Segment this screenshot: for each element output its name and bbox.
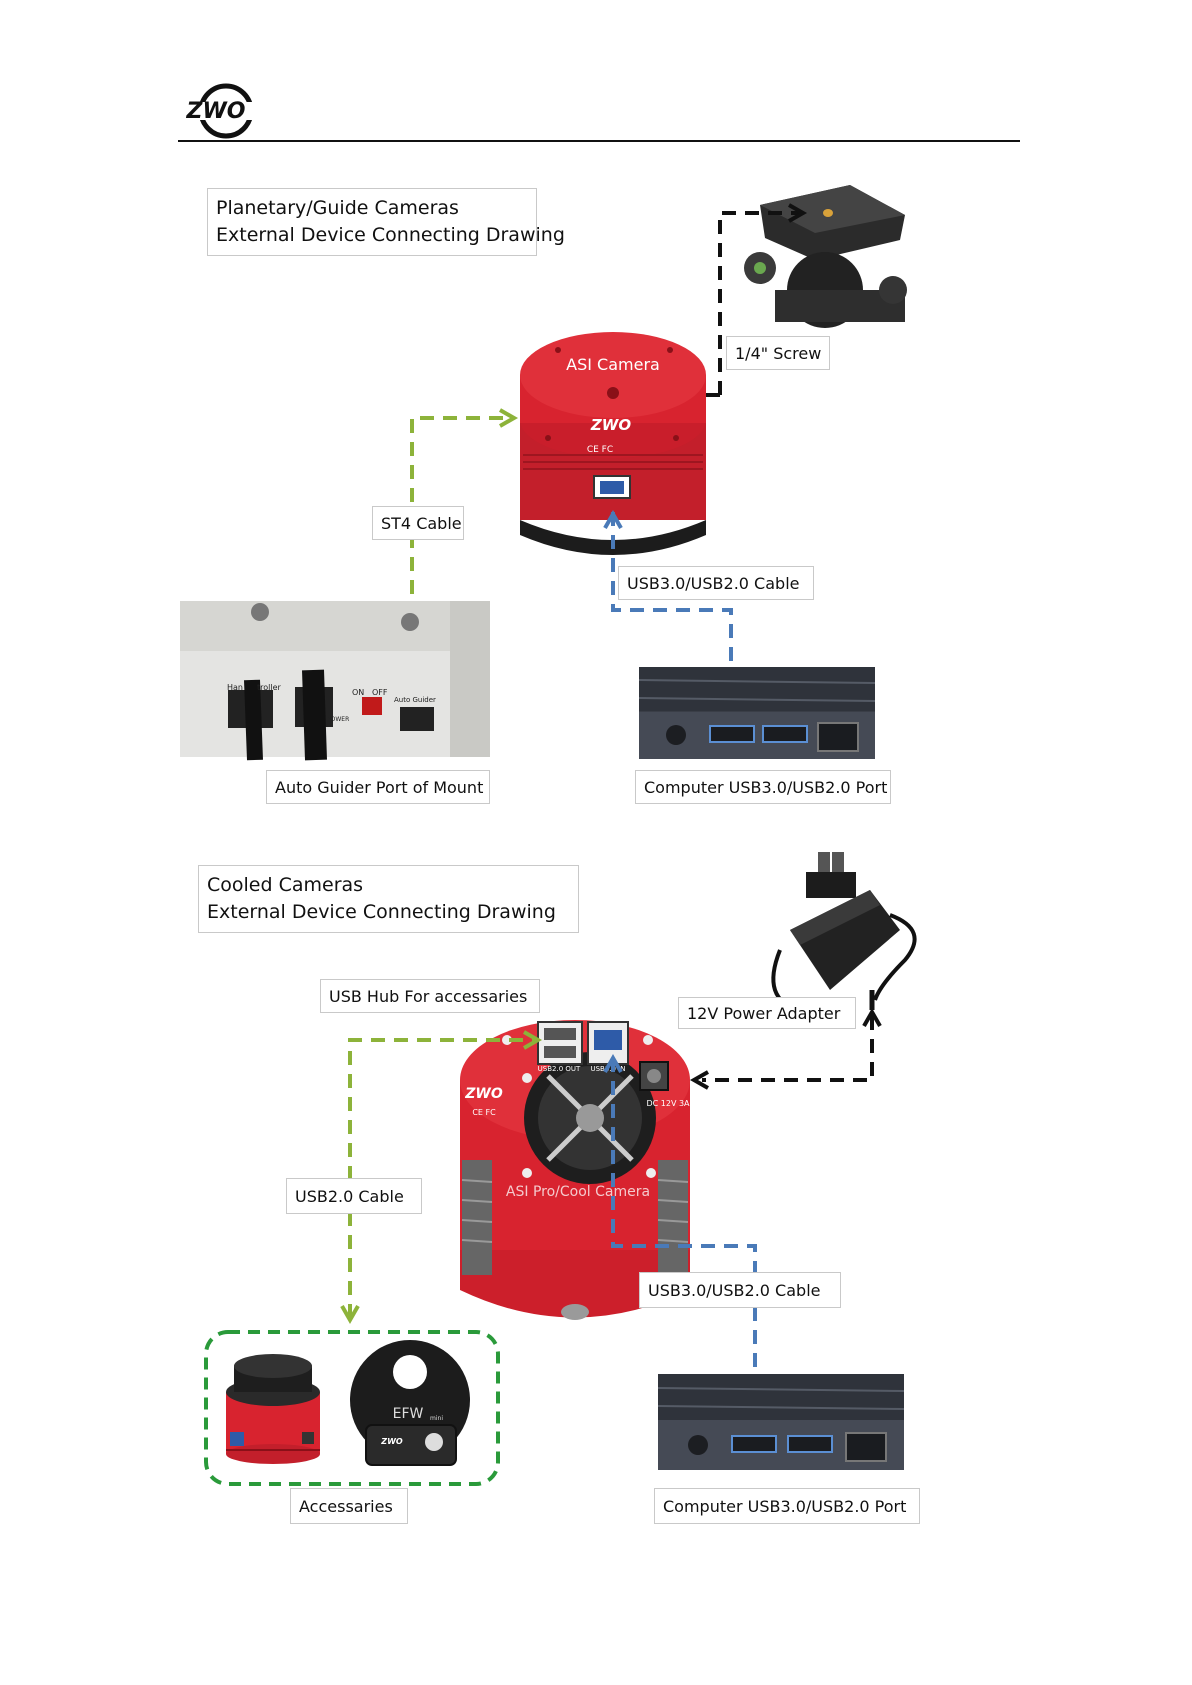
cooled-camera-label: ASI Pro/Cool Camera — [506, 1184, 650, 1200]
power-adapter-label: 12V Power Adapter — [678, 997, 856, 1029]
efw-sub-text: mini — [430, 1415, 443, 1422]
usb2-out-text: USB2.0 OUT — [538, 1065, 581, 1073]
usb-hub-label: USB Hub For accessaries — [320, 979, 540, 1013]
power-adapter-image — [773, 852, 914, 1010]
usb2-cable-label: USB2.0 Cable — [286, 1178, 422, 1214]
dc-label-text: DC 12V 3A — [646, 1099, 690, 1108]
efw-text: EFW — [393, 1406, 424, 1422]
accessories-group: EFW mini ZWO — [206, 1332, 498, 1484]
cooled-camera-marks: CE FC — [472, 1108, 496, 1117]
efw-logo: ZWO — [380, 1437, 403, 1446]
computer-port-label-2: Computer USB3.0/USB2.0 Port — [654, 1488, 920, 1524]
cooled-camera-logo: ZWO — [464, 1086, 503, 1102]
laptop-photo-2 — [658, 1374, 904, 1470]
accessories-label: Accessaries — [290, 1488, 408, 1524]
usb-cable-label-2: USB3.0/USB2.0 Cable — [639, 1272, 841, 1308]
